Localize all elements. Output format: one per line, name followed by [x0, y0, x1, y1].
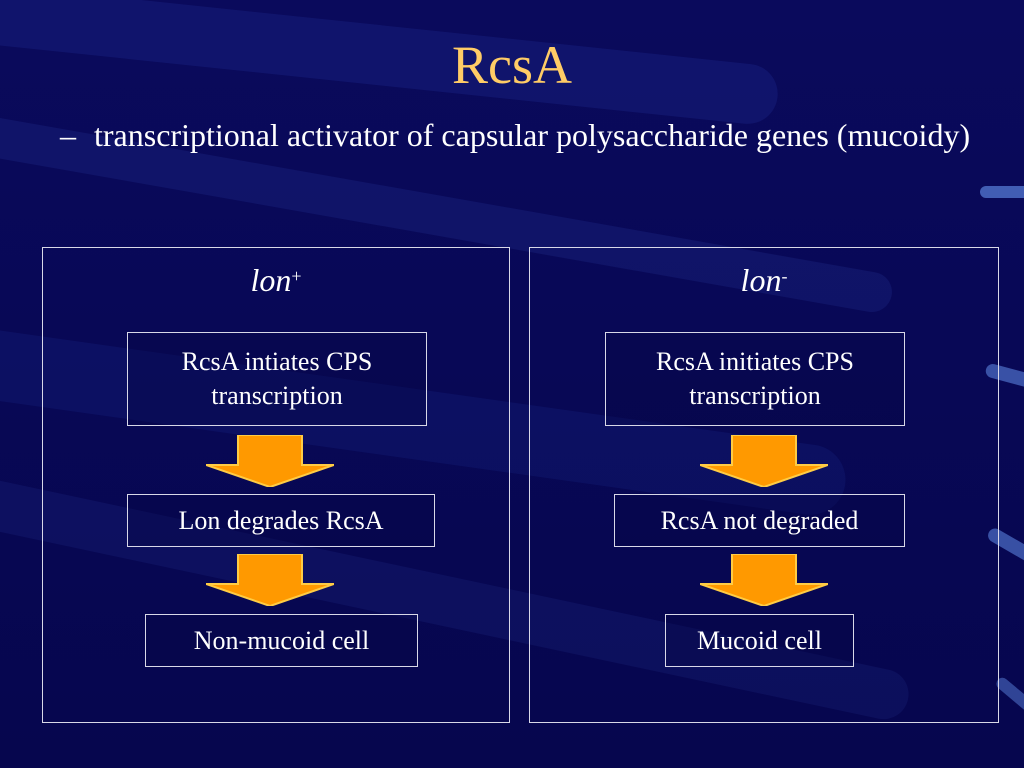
- step-box: RcsA not degraded: [614, 494, 905, 547]
- bullet-dash: –: [60, 117, 76, 153]
- slide-title: RcsA: [452, 35, 572, 95]
- panel-label: lon: [740, 262, 782, 298]
- bullet-text: transcriptional activator of capsular po…: [94, 117, 971, 153]
- step-box: RcsA intiates CPS transcription: [127, 332, 427, 426]
- down-arrow-icon: [700, 554, 828, 606]
- background-streak: [980, 186, 1024, 198]
- panel-lon-plus: [42, 247, 510, 723]
- panel-label: lon: [250, 262, 292, 298]
- step-text: Lon degrades RcsA: [178, 505, 384, 535]
- panel-lon-minus: [529, 247, 999, 723]
- panel-label-superscript: -: [781, 266, 788, 286]
- panel-label-superscript: +: [291, 266, 302, 286]
- down-arrow-icon: [700, 435, 828, 487]
- down-arrow-icon: [206, 435, 334, 487]
- step-text: RcsA initiates CPS transcription: [656, 347, 854, 410]
- panel-title-lon-plus: lon+: [42, 258, 510, 302]
- step-box: Lon degrades RcsA: [127, 494, 435, 547]
- step-box: RcsA initiates CPS transcription: [605, 332, 905, 426]
- step-text: Mucoid cell: [697, 625, 822, 655]
- step-text: Non-mucoid cell: [193, 625, 370, 655]
- step-text: RcsA intiates CPS transcription: [181, 347, 373, 410]
- step-box: Non-mucoid cell: [145, 614, 418, 667]
- step-text: RcsA not degraded: [660, 505, 859, 535]
- step-box: Mucoid cell: [665, 614, 854, 667]
- down-arrow-icon: [206, 554, 334, 606]
- panel-title-lon-minus: lon-: [529, 258, 999, 302]
